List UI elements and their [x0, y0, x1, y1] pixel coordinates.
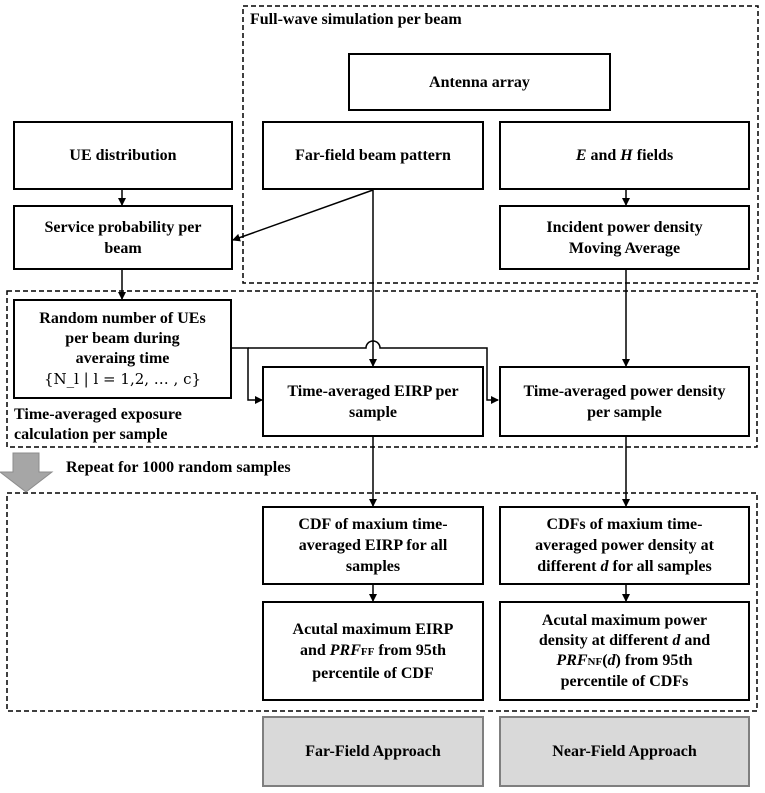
actual-pd-box: Acutal maximum power density at differen…	[499, 601, 750, 701]
exposure-group-label-line1: Time-averaged exposure	[14, 406, 182, 423]
incident-power-line1: Incident power density	[546, 218, 703, 236]
ue-distribution-box: UE distribution	[13, 121, 233, 190]
time-averaged-pd-box: Time-averaged power density per sample	[499, 366, 750, 437]
actual-pd-line4: percentile of CDFs	[560, 672, 689, 690]
time-averaged-pd-line1: Time-averaged power density	[523, 382, 726, 400]
near-field-approach-box: Near-Field Approach	[499, 716, 750, 787]
service-probability-box: Service probability per beam	[13, 205, 233, 270]
service-probability-line1: Service probability per	[44, 218, 202, 236]
repeat-group-region	[6, 492, 758, 712]
time-averaged-eirp-box: Time-averaged EIRP per sample	[262, 366, 484, 437]
cdf-eirp-line2: averaged EIRP for all	[298, 537, 448, 554]
random-ues-line3: averaing time	[75, 350, 170, 367]
antenna-array-text: Antenna array	[429, 73, 530, 91]
actual-pd-line2: density at different d and	[538, 631, 711, 649]
random-ues-line1: Random number of UEs	[39, 310, 206, 327]
time-averaged-eirp-line1: Time-averaged EIRP per	[287, 382, 459, 400]
near-field-approach-text: Near-Field Approach	[552, 743, 697, 760]
random-ues-line2: per beam during	[65, 330, 180, 347]
incident-power-box: Incident power density Moving Average	[499, 205, 750, 270]
cdf-pd-line3: different d for all samples	[537, 558, 712, 575]
cdf-eirp-box: CDF of maxium time- averaged EIRP for al…	[262, 506, 484, 585]
actual-pd-line1: Acutal maximum power	[541, 611, 708, 629]
cdf-pd-line2: averaged power density at	[535, 537, 714, 554]
cdf-eirp-line1: CDF of maxium time-	[298, 516, 448, 533]
arrow-random-to-pd	[248, 340, 499, 404]
far-field-pattern-box: Far-field beam pattern	[262, 121, 484, 190]
fullwave-group-region	[242, 5, 759, 284]
actual-eirp-line1: Acutal maximum EIRP	[292, 620, 454, 638]
far-field-approach-box: Far-Field Approach	[262, 716, 484, 787]
cdf-pd-line1: CDFs of maxium time-	[546, 516, 703, 533]
far-field-pattern-text: Far-field beam pattern	[295, 147, 451, 164]
actual-eirp-box: Acutal maximum EIRP and PRFFF from 95th …	[262, 601, 484, 701]
random-ues-set-notation: {N_l | l = 1,2, … , c}	[43, 370, 202, 388]
cdf-pd-box: CDFs of maxium time- averaged power dens…	[499, 506, 750, 585]
exposure-group-region	[6, 290, 758, 448]
eh-fields-text: E and H fields	[575, 147, 674, 164]
far-field-approach-text: Far-Field Approach	[305, 743, 441, 760]
actual-pd-line3: PRFNF(d) from 95th	[556, 651, 693, 669]
incident-power-line2: Moving Average	[568, 239, 681, 257]
cdf-eirp-line3: samples	[345, 558, 401, 575]
actual-eirp-line2: and PRFFF from 95th	[299, 641, 447, 659]
repeat-arrow-icon	[0, 452, 54, 493]
antenna-array-box: Antenna array	[348, 53, 611, 111]
arrow-pattern-to-service	[232, 189, 374, 242]
eh-fields-box: E and H fields	[499, 121, 750, 190]
time-averaged-eirp-line2: sample	[349, 403, 397, 421]
exposure-group-label-line2: calculation per sample	[14, 426, 168, 443]
ue-distribution-text: UE distribution	[69, 147, 177, 164]
service-probability-line2: beam	[104, 239, 142, 257]
time-averaged-pd-line2: per sample	[587, 403, 662, 421]
arrow-random-to-eirp	[232, 347, 263, 404]
fullwave-group-label: Full-wave simulation per beam	[250, 11, 462, 28]
repeat-label: Repeat for 1000 random samples	[66, 459, 291, 476]
actual-eirp-line3: percentile of CDF	[312, 664, 434, 682]
random-ues-box: Random number of UEs per beam during ave…	[13, 299, 232, 399]
